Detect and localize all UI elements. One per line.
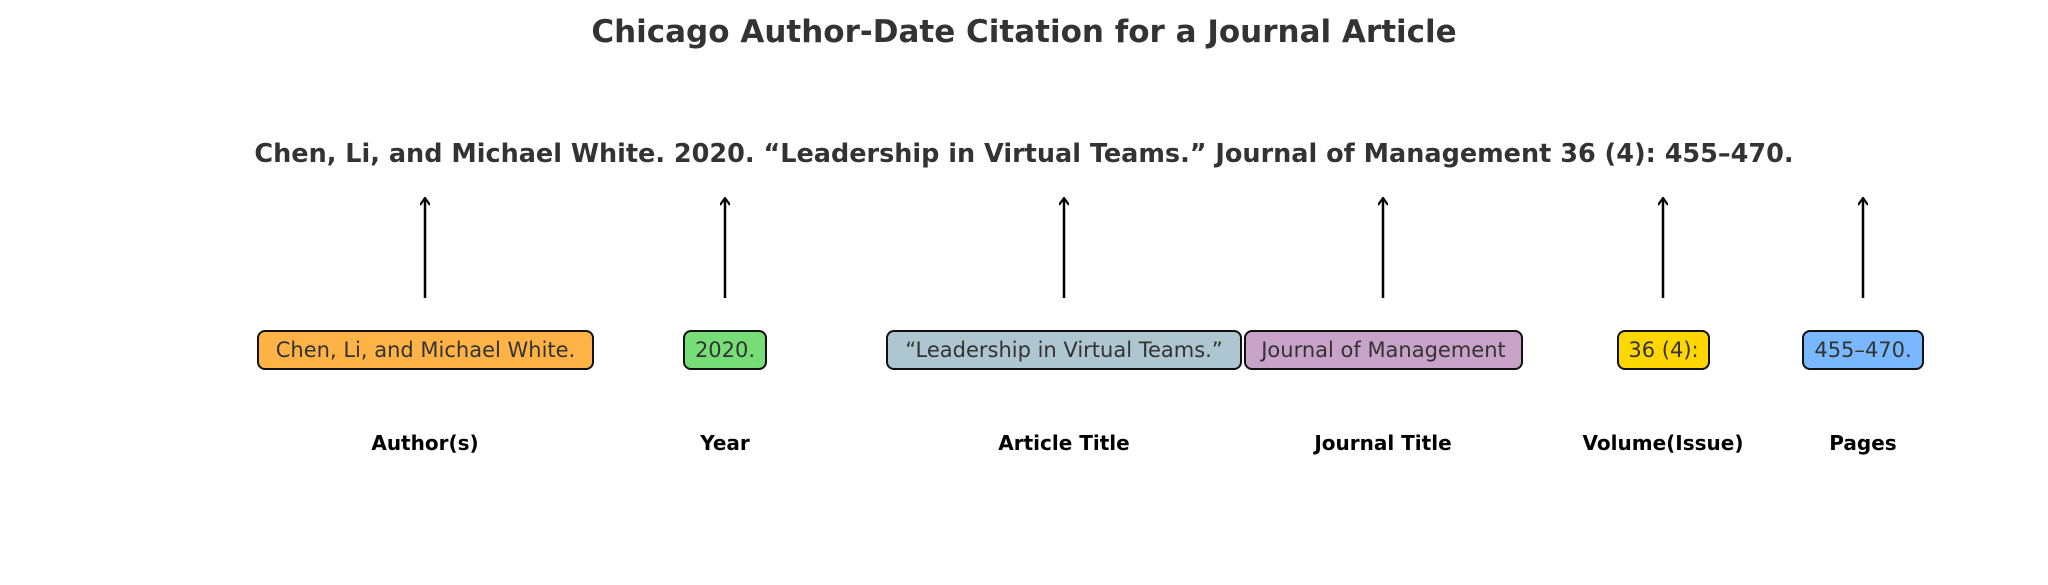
component-label-year: Year bbox=[700, 431, 750, 455]
full-citation: Chen, Li, and Michael White. 2020. “Lead… bbox=[254, 139, 1794, 169]
component-box-year: 2020. bbox=[683, 330, 767, 370]
component-box-journal-title: Journal of Management bbox=[1244, 330, 1523, 370]
component-label-article-title: Article Title bbox=[998, 431, 1130, 455]
component-box-author: Chen, Li, and Michael White. bbox=[257, 330, 594, 370]
diagram-title: Chicago Author-Date Citation for a Journ… bbox=[591, 14, 1457, 50]
component-label-author: Author(s) bbox=[371, 431, 479, 455]
component-box-volume-issue: 36 (4): bbox=[1617, 330, 1710, 370]
component-box-pages: 455–470. bbox=[1802, 330, 1924, 370]
component-label-journal-title: Journal Title bbox=[1314, 431, 1452, 455]
component-label-pages: Pages bbox=[1829, 431, 1897, 455]
component-label-volume-issue: Volume(Issue) bbox=[1582, 431, 1744, 455]
component-box-article-title: “Leadership in Virtual Teams.” bbox=[886, 330, 1242, 370]
